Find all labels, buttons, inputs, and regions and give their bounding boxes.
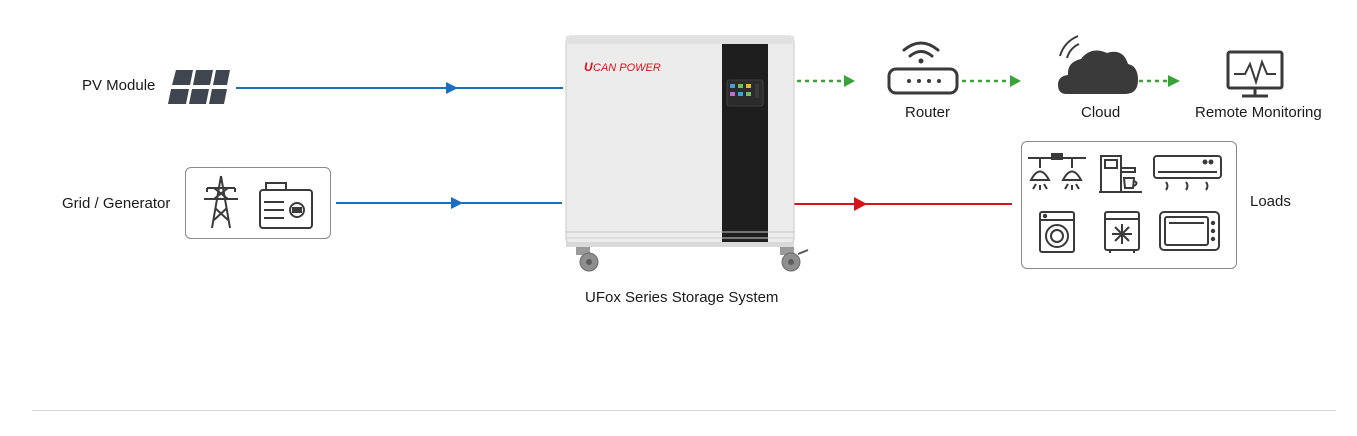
remote-monitoring-label: Remote Monitoring xyxy=(1195,104,1322,121)
router-label: Router xyxy=(905,104,951,121)
wifi-icon xyxy=(902,41,940,64)
brand-logo-text: CAN POWER xyxy=(593,62,661,74)
loads-label: Loads xyxy=(1250,193,1291,210)
power-pylon-icon xyxy=(204,175,238,229)
grid-flow-arrow xyxy=(336,197,562,209)
air-conditioner-icon xyxy=(1153,155,1222,191)
monitoring-data-arrow xyxy=(1139,75,1180,87)
refrigerator-icon xyxy=(1104,211,1140,253)
router-data-arrow xyxy=(797,75,855,87)
bottom-divider xyxy=(32,410,1336,411)
monitor-icon xyxy=(1226,50,1284,98)
washing-machine-icon xyxy=(1039,211,1075,253)
cloud-label: Cloud xyxy=(1081,104,1121,121)
solar-panel-icon xyxy=(168,70,230,104)
storage-cabinet-image xyxy=(565,35,795,247)
router-icon xyxy=(887,67,959,95)
brand-logo: U CAN POWER xyxy=(584,60,661,74)
load-flow-arrow xyxy=(794,197,1012,211)
generator-icon xyxy=(259,182,313,229)
pv-flow-arrow xyxy=(236,82,563,94)
ceiling-light-icon xyxy=(1028,153,1086,190)
microwave-icon xyxy=(1159,211,1220,251)
pv-module-label: PV Module xyxy=(82,77,156,94)
coffee-machine-icon xyxy=(1099,155,1142,193)
brand-logo-accent: U xyxy=(584,60,593,74)
cloud-data-arrow xyxy=(962,75,1021,87)
storage-system-label: UFox Series Storage System xyxy=(585,289,779,306)
grid-generator-label: Grid / Generator xyxy=(62,195,171,212)
cabinet-wheel-left xyxy=(576,247,599,272)
cloud-icon xyxy=(1058,35,1138,94)
cabinet-wheel-right xyxy=(780,247,809,272)
